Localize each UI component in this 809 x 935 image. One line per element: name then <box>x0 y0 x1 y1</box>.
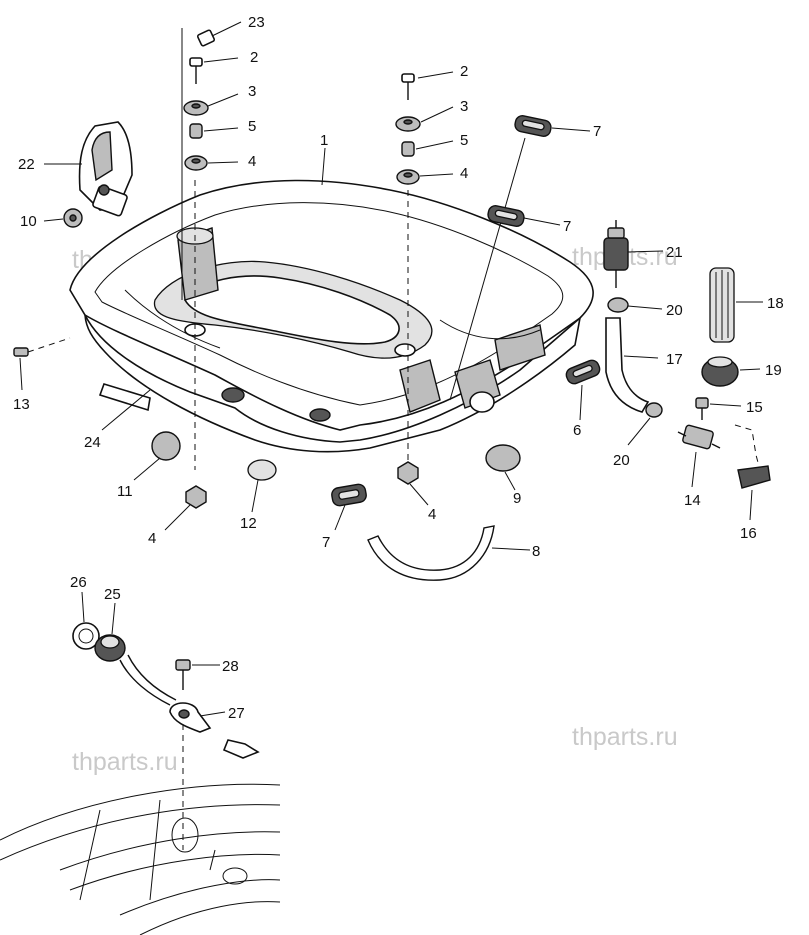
callout-label: 15 <box>746 399 763 416</box>
callout-label: 8 <box>532 543 540 560</box>
grommets <box>331 115 601 507</box>
callout-label: 7 <box>563 218 571 235</box>
watermark: thparts.ru <box>572 723 678 751</box>
bottom-cowling <box>69 179 594 453</box>
callout-label: 3 <box>248 83 256 100</box>
decal <box>98 383 151 412</box>
callout-label: 28 <box>222 658 239 675</box>
callout-label: 4 <box>248 153 256 170</box>
bracket <box>367 525 495 581</box>
callout-label: 1 <box>320 132 328 149</box>
sleeve <box>709 267 735 343</box>
callout-label: 17 <box>666 351 683 368</box>
leader-lines <box>19 21 763 717</box>
cowling-silhouette <box>0 783 281 935</box>
plug <box>485 444 521 472</box>
callout-label: 20 <box>613 452 630 469</box>
callout-label: 13 <box>13 396 30 413</box>
callout-label: 18 <box>767 295 784 312</box>
fuel-hose <box>605 317 650 413</box>
clamp <box>607 297 629 313</box>
callout-label: 4 <box>428 506 436 523</box>
flush-plug-assembly <box>72 622 177 706</box>
screw <box>695 397 709 409</box>
callout-label: 23 <box>248 14 265 31</box>
callout-label: 16 <box>740 525 757 542</box>
pin <box>13 337 71 357</box>
handle <box>78 121 133 217</box>
clip-and-screw <box>169 659 260 759</box>
fuel-connector <box>677 424 721 450</box>
callout-label: 22 <box>18 156 35 173</box>
right-mount-hardware <box>395 73 421 185</box>
callout-label: 21 <box>666 244 683 261</box>
callout-label: 20 <box>666 302 683 319</box>
plug <box>151 431 181 461</box>
watermark: thparts.ru <box>72 748 178 776</box>
callout-label: 5 <box>248 118 256 135</box>
fuel-filter <box>603 220 629 288</box>
callout-label: 26 <box>70 574 87 591</box>
callout-labels: 23 2 3 5 4 2 3 5 4 1 7 7 21 20 18 17 19 … <box>13 14 784 722</box>
callout-label: 7 <box>322 534 330 551</box>
callout-label: 6 <box>573 422 581 439</box>
nut-icon <box>185 485 207 509</box>
callout-label: 14 <box>684 492 701 509</box>
connector-bracket <box>734 424 771 489</box>
callout-label: 25 <box>104 586 121 603</box>
callout-label: 5 <box>460 132 468 149</box>
clamp <box>645 402 663 418</box>
plug <box>247 459 277 481</box>
callout-label: 19 <box>765 362 782 379</box>
left-mount-hardware <box>183 29 216 171</box>
callout-label: 24 <box>84 434 101 451</box>
nut-icon <box>397 461 419 485</box>
callout-label: 9 <box>513 490 521 507</box>
callout-label: 12 <box>240 515 257 532</box>
callout-label: 11 <box>117 483 133 500</box>
callout-label: 2 <box>460 63 468 80</box>
callout-label: 7 <box>593 123 601 140</box>
callout-label: 2 <box>250 49 258 66</box>
callout-label: 3 <box>460 98 468 115</box>
callout-label: 4 <box>460 165 468 182</box>
callout-label: 10 <box>20 213 37 230</box>
callout-label: 4 <box>148 530 156 547</box>
callout-label: 27 <box>228 705 245 722</box>
